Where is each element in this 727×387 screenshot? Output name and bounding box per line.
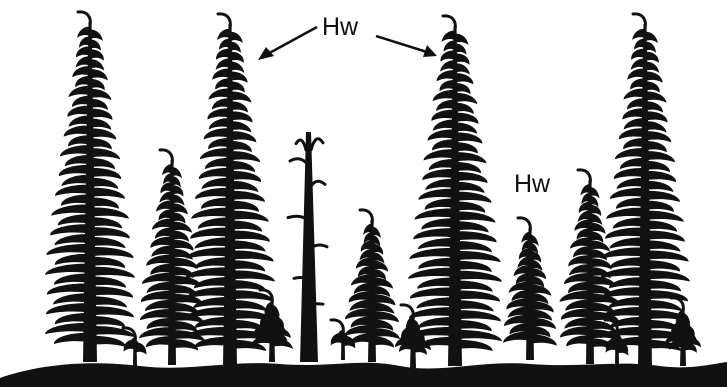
hw-label-mid: Hw: [514, 170, 551, 198]
trees-layer: [45, 12, 701, 368]
hemlock-tree-8: [600, 14, 690, 366]
hw-label-top: Hw: [322, 13, 359, 41]
hemlock-tree-1: [45, 12, 135, 362]
hw-arrow-left: [264, 27, 317, 56]
labels-layer: Hw Hw: [258, 13, 551, 198]
hw-arrowhead-right: [423, 45, 437, 57]
hemlock-tree-5: [408, 16, 502, 366]
hemlock-tree-6: [503, 218, 557, 360]
hw-arrow-right: [376, 36, 430, 53]
hemlock-tree-3: [185, 14, 275, 366]
hw-arrowhead-left: [258, 47, 274, 60]
ground-layer: [0, 362, 727, 387]
dead-snag: [288, 132, 327, 362]
